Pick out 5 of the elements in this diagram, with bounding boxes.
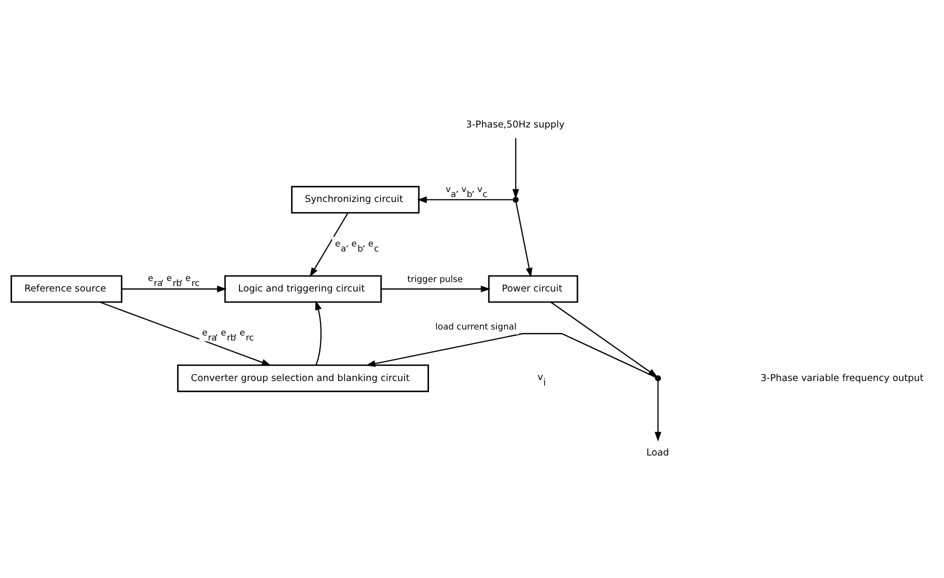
label: 3-Phase variable frequency output xyxy=(760,372,924,384)
edge-label: trigger pulse xyxy=(407,274,463,285)
node-text: Load xyxy=(646,448,669,458)
node-text: 3-Phase,50Hz supply xyxy=(466,119,565,130)
edge-label: load current signal xyxy=(435,322,516,332)
